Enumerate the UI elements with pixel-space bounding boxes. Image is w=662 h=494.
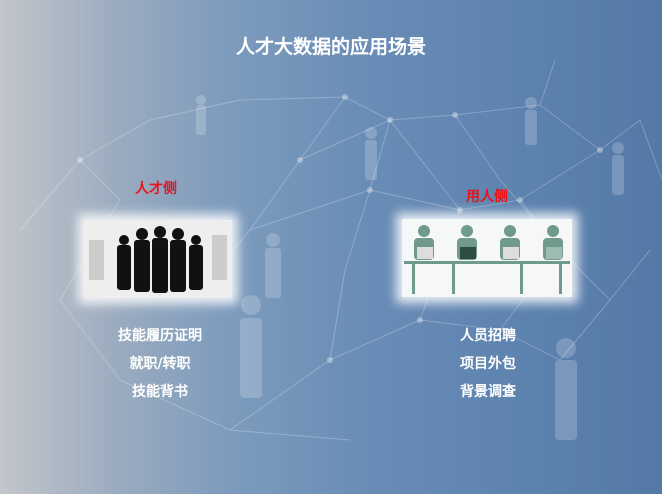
list-item: 技能背书	[132, 384, 188, 400]
people-silhouette-icon	[84, 220, 232, 298]
list-item: 人员招聘	[460, 328, 516, 344]
talent-side-label: 人才侧	[135, 181, 177, 197]
list-item: 技能履历证明	[118, 328, 202, 344]
slide-title: 人才大数据的应用场景	[235, 36, 426, 58]
employer-side-label: 用人侧	[466, 189, 508, 205]
business-people-image	[84, 220, 232, 298]
employer-side-list: 人员招聘 项目外包 背景调查	[408, 322, 568, 406]
list-item: 背景调查	[460, 384, 516, 400]
talent-side-list: 技能履历证明 就职/转职 技能背书	[80, 322, 240, 406]
list-item: 项目外包	[460, 356, 516, 372]
list-item: 就职/转职	[129, 356, 191, 372]
people-at-laptops-image	[402, 219, 572, 297]
workers-illustration-icon	[402, 219, 572, 297]
